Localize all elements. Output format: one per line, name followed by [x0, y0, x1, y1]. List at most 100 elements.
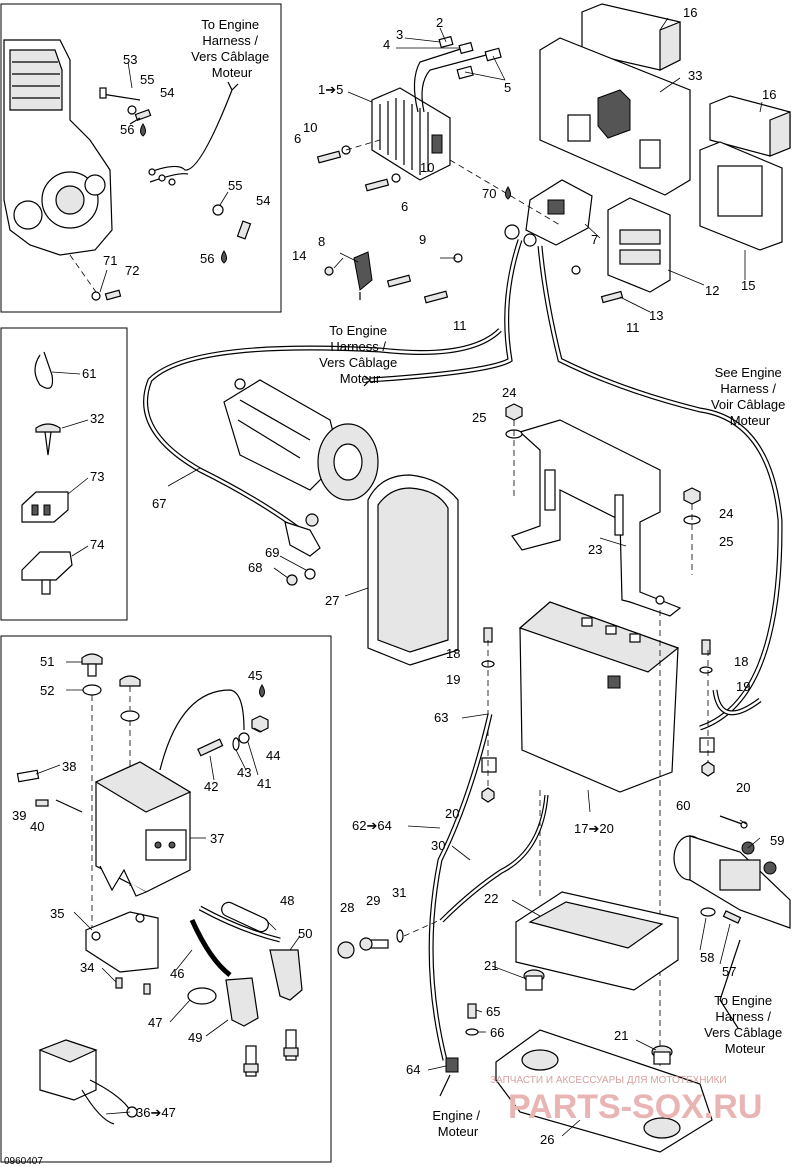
- screw-54-top: [129, 109, 152, 125]
- cable-tie-61: [34, 351, 54, 389]
- terminal-block-right: [699, 737, 715, 753]
- nut-20-left: [481, 787, 495, 803]
- callout-67: 67: [152, 496, 166, 511]
- note-arrows: [227, 81, 739, 1097]
- bracket-15: [699, 141, 783, 251]
- bolt-6-bottom: [364, 173, 401, 192]
- nut-24-right: [683, 487, 701, 505]
- screw-34: [115, 977, 151, 995]
- bolt-6-top: [316, 145, 351, 164]
- engine-block-drawing: [3, 39, 113, 256]
- engine-harness-wire-top: [148, 89, 233, 186]
- ignition-coil-37: [94, 761, 192, 897]
- note-to-engine-harness-bottom: To Engine Harness / Vers Câblage Moteur: [704, 993, 786, 1056]
- callout-10-top: 10: [303, 120, 317, 135]
- callout-23: 23: [588, 542, 602, 557]
- inset-ignition-box: [0, 635, 332, 1163]
- screw-54-bottom: [236, 220, 252, 240]
- callout-25-right: 25: [719, 534, 733, 549]
- regulator-harness-wires: [413, 35, 502, 113]
- fuse-holder-8: [353, 251, 373, 291]
- callout-21-right: 21: [614, 1028, 628, 1043]
- bolt-11-left: [386, 274, 412, 288]
- bolt-18-left: [483, 627, 493, 643]
- starter-terminal: [284, 513, 321, 557]
- callout-43: 43: [237, 765, 251, 780]
- callout-26: 26: [540, 1132, 554, 1147]
- callout-24-top: 24: [502, 385, 516, 400]
- mounting-plate-33: [539, 37, 691, 196]
- callout-70: 70: [482, 186, 496, 201]
- callout-58: 58: [700, 950, 714, 965]
- callout-54-bottom: 54: [256, 193, 270, 208]
- callout-17-20: 17➔20: [574, 821, 614, 836]
- battery-cover-27: [367, 474, 459, 666]
- screw-32: [35, 423, 61, 456]
- relay-12: [607, 197, 671, 293]
- spark-plug-right: [283, 1029, 299, 1061]
- note-engine-moteur: Engine / Moteur: [432, 1108, 483, 1139]
- battery-cable-right: [712, 689, 762, 716]
- callout-39: 39: [12, 808, 26, 823]
- callout-22: 22: [484, 891, 498, 906]
- callout-42: 42: [204, 779, 218, 794]
- callout-45: 45: [248, 668, 262, 683]
- callout-19-left: 19: [446, 672, 460, 687]
- callout-32: 32: [90, 411, 104, 426]
- callout-61: 61: [82, 366, 96, 381]
- cover-16-right: [709, 95, 791, 157]
- starter-post-28: [337, 941, 355, 959]
- watermark-brand: PARTS-SOX.RU: [508, 1088, 762, 1126]
- screw-65: [467, 1003, 477, 1019]
- washer-55-top: [127, 105, 137, 115]
- washer-43: [232, 737, 240, 751]
- base-plate-26: [495, 1029, 713, 1153]
- clamp-47: [187, 987, 217, 1005]
- callout-55-bottom: 55: [228, 178, 242, 193]
- callout-27: 27: [325, 593, 339, 608]
- bolt-51: [81, 653, 103, 677]
- spark-plug-cable-46: [189, 905, 281, 977]
- washer-55-bottom: [212, 204, 224, 216]
- grommet-21-right: [651, 1045, 673, 1065]
- bolt-57: [722, 910, 742, 924]
- sleeve-48: [221, 901, 269, 933]
- callout-34: 34: [80, 960, 94, 975]
- callout-63: 63: [434, 710, 448, 725]
- callout-28: 28: [340, 900, 354, 915]
- callout-9: 9: [419, 232, 426, 247]
- solenoid-7: [504, 179, 593, 247]
- callout-5: 5: [504, 80, 511, 95]
- callout-25-top: 25: [472, 410, 486, 425]
- callout-69: 69: [265, 545, 279, 560]
- callout-29: 29: [366, 893, 380, 908]
- screw-72: [91, 289, 122, 301]
- callout-66: 66: [490, 1025, 504, 1040]
- bolt-top-52: [119, 675, 141, 722]
- callout-24-right: 24: [719, 506, 733, 521]
- callout-18-right: 18: [734, 654, 748, 669]
- callout-6-top: 6: [294, 131, 301, 146]
- grommet-21-left: [523, 969, 545, 991]
- bolt-29: [359, 937, 389, 951]
- nut-20-right: [701, 761, 715, 777]
- spark-plug-cap-49: [225, 977, 259, 1027]
- note-to-engine-harness-mid: To Engine Harness / Vers Câblage Moteur: [319, 323, 401, 386]
- callout-11-mid: 11: [453, 318, 467, 333]
- battery-cable-63: [428, 713, 493, 1073]
- nut-24-top: [505, 403, 523, 421]
- callout-51: 51: [40, 654, 54, 669]
- connector-38: [16, 769, 40, 783]
- callout-40: 40: [30, 819, 44, 834]
- callout-30: 30: [431, 838, 445, 853]
- note-see-engine-harness: See Engine Harness / Voir Câblage Moteur: [711, 365, 789, 428]
- callout-20-left: 20: [445, 806, 459, 821]
- callout-56-top: 56: [120, 122, 134, 137]
- callout-33: 33: [688, 68, 702, 83]
- terminal-block-left: [481, 757, 497, 773]
- callout-60: 60: [676, 798, 690, 813]
- callout-65: 65: [486, 1004, 500, 1019]
- washer-69: [304, 568, 316, 580]
- callout-11-right: 11: [626, 320, 640, 335]
